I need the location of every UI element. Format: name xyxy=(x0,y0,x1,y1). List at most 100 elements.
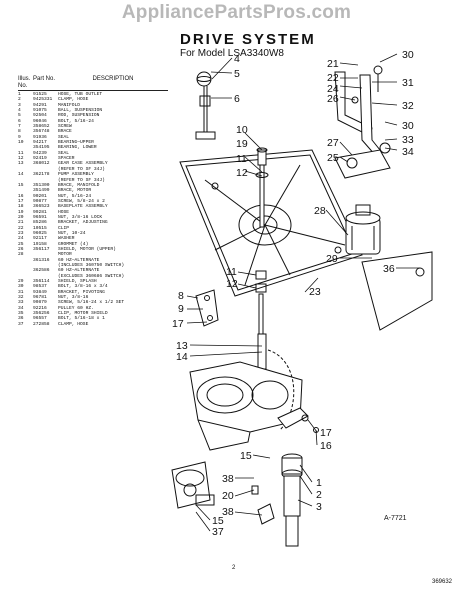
part-description: MANIFOLD xyxy=(58,102,81,108)
part-no: 98537 xyxy=(33,284,47,290)
part-no: 368012 xyxy=(33,161,50,167)
gear-case xyxy=(189,333,303,451)
illus-no: 23 xyxy=(18,230,24,236)
part-no: 90877 xyxy=(33,198,47,204)
illus-no: 31 xyxy=(18,289,24,295)
part-no: 356256 xyxy=(33,311,50,317)
manifold-brace xyxy=(195,289,219,327)
part-no: 351300 xyxy=(33,182,50,188)
part-description: 60 HZ—ALTERNATE xyxy=(58,268,100,274)
callout-8: 8 xyxy=(178,290,184,302)
illus-no: 24 xyxy=(18,236,24,242)
leader-lines xyxy=(186,53,420,532)
part-description: BRACE, MOTOR xyxy=(58,188,92,194)
callout-19: 19 xyxy=(236,138,248,150)
callout-14: 14 xyxy=(176,351,188,363)
part-no: 94217 xyxy=(33,140,47,146)
part-description: HOSE xyxy=(58,209,70,215)
part-description: PULLEY 60 HZ. xyxy=(58,305,94,311)
part-no: 93849 xyxy=(33,289,47,295)
callout-3: 3 xyxy=(316,501,322,513)
part-description: SHIELD, SPLASH xyxy=(58,279,97,285)
part-no: 91936 xyxy=(33,134,47,140)
parts-list-row: (REFER TO SF 34J) xyxy=(18,178,168,183)
header-rule xyxy=(18,90,168,91)
part-no: 356748 xyxy=(33,129,50,135)
part-description: BASEPLATE ASSEMBLY xyxy=(58,204,108,210)
pivot-bracket xyxy=(334,65,383,157)
diagram-title: DRIVE SYSTEM xyxy=(180,31,316,48)
part-description: BOLT, 5/16-18 x 1 xyxy=(58,316,105,322)
part-no: 361316 xyxy=(33,257,50,263)
illus-no: 14 xyxy=(18,172,24,178)
callout-16: 16 xyxy=(320,440,332,452)
callout-15a: 15 xyxy=(240,450,252,462)
part-description: ROD, SUSPENSION xyxy=(58,113,100,119)
illus-no: 7 xyxy=(18,124,21,130)
parts-list-row: 362586 60 HZ—ALTERNATE xyxy=(18,268,168,273)
illus-no: 2 xyxy=(18,97,21,103)
part-no: 92216 xyxy=(33,305,47,311)
callout-33: 33 xyxy=(402,134,414,146)
part-no: 92117 xyxy=(33,236,47,242)
page-number: 2 xyxy=(232,565,236,571)
part-no: 96557 xyxy=(33,316,47,322)
part-description: GROMMET (4) xyxy=(58,241,89,247)
illus-no: 32 xyxy=(18,295,24,301)
callout-31: 31 xyxy=(402,77,414,89)
callout-24: 24 xyxy=(327,83,339,95)
part-no: 96046 xyxy=(33,118,47,124)
part-description: SCREW xyxy=(58,124,72,130)
illus-no: 1 xyxy=(18,92,21,97)
illus-no: 3 xyxy=(18,102,21,108)
part-no: 358652 xyxy=(33,124,50,130)
pulley-bracket xyxy=(334,142,391,179)
illus-no: 22 xyxy=(18,225,24,231)
illus-no: 9 xyxy=(18,134,21,140)
part-description: NUT, 10-24 xyxy=(58,230,86,236)
part-description: (REFER TO SF 34J) xyxy=(58,166,105,172)
parts-list-header: Illus. No. Part No. DESCRIPTION xyxy=(18,76,168,89)
callout-37: 37 xyxy=(212,526,224,538)
part-description: NUT, 3/8-16 xyxy=(58,295,89,301)
part-no: 94291 xyxy=(33,102,47,108)
part-description: NUT, 3/8-16 LOCK xyxy=(58,214,103,220)
callout-1: 1 xyxy=(316,477,322,489)
model-subtitle: For Model LSA3340W8 xyxy=(180,48,284,59)
part-no: 362586 xyxy=(33,268,50,274)
callout-20: 20 xyxy=(222,490,234,502)
part-no: 354195 xyxy=(33,145,50,151)
callout-21: 21 xyxy=(327,58,339,70)
part-description: CLIP xyxy=(58,225,70,231)
part-description: BRACE, MANIFOLD xyxy=(58,182,100,188)
callout-6: 6 xyxy=(234,93,240,105)
part-no: 94239 xyxy=(33,150,47,156)
part-no: 272858 xyxy=(33,321,50,327)
callout-12b: 12 xyxy=(226,278,238,290)
part-no: 10515 xyxy=(33,225,47,231)
part-description: BRACKET, PIVOTING xyxy=(58,289,105,295)
illus-no: 10 xyxy=(18,140,24,146)
drawing-code: A-7721 xyxy=(384,515,407,522)
callout-26: 26 xyxy=(327,93,339,105)
illus-no: 17 xyxy=(18,198,24,204)
